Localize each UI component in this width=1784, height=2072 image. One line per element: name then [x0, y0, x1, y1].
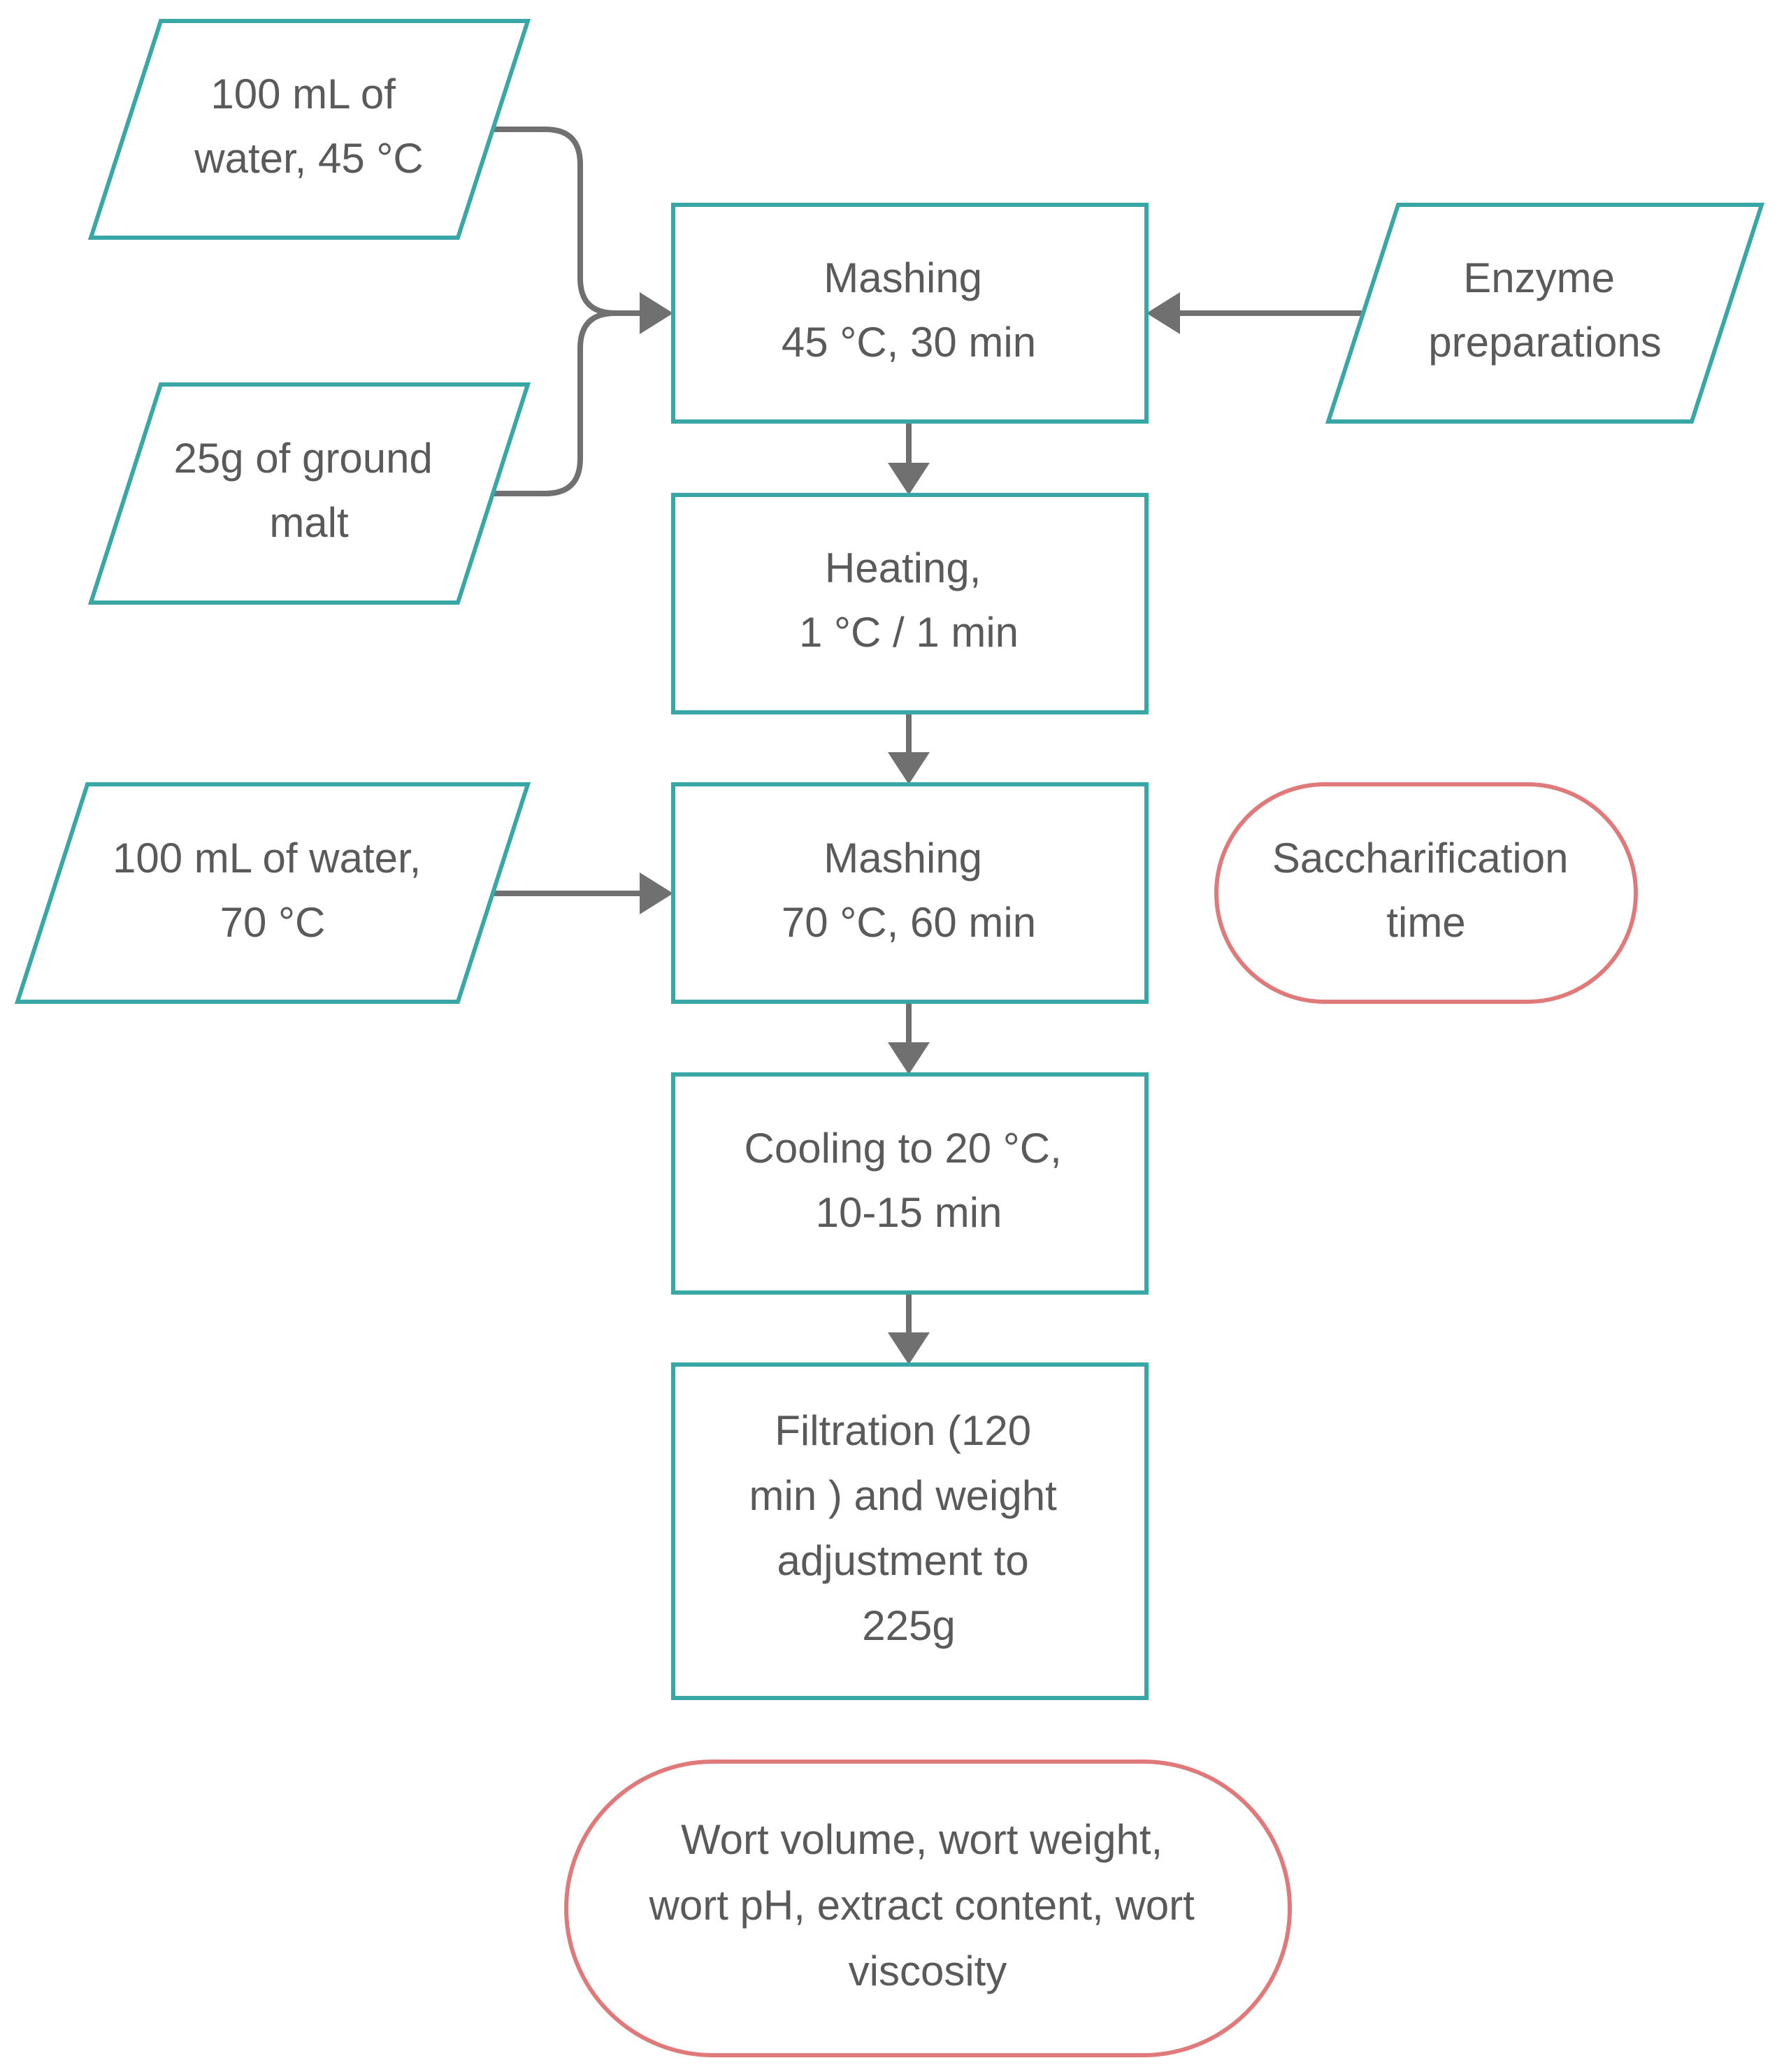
arrowhead-water70-into-mashing70 — [640, 872, 673, 914]
arrowhead-into-cooling — [888, 1042, 930, 1074]
input-enzyme-preparations-line-1: Enzyme — [1463, 254, 1615, 301]
step-filtration: Filtration (120 min ) and weight adjustm… — [671, 1362, 1149, 1700]
input-water-45c: 100 mL of water, 45 °C — [87, 19, 531, 240]
arrowhead-into-filtration — [888, 1332, 930, 1365]
input-enzyme-preparations: Enzyme preparations — [1325, 203, 1765, 424]
step-cooling-box — [671, 1072, 1149, 1295]
outcome-wort-parameters-line-2: wort pH, extract content, wort — [649, 1882, 1195, 1929]
step-cooling-line-1: Cooling to 20 °C, — [744, 1125, 1062, 1172]
step-mashing-70c: Mashing 70 °C, 60 min — [671, 782, 1149, 1004]
step-mashing-45c: Mashing 45 °C, 30 min — [671, 203, 1149, 424]
input-water-70c-shape — [14, 782, 531, 1004]
step-heating: Heating, 1 °C / 1 min — [671, 493, 1149, 714]
step-filtration-line-3: adjustment to — [777, 1537, 1029, 1584]
step-mashing-45c-text: Mashing 45 °C, 30 min — [782, 254, 1036, 366]
arrowhead-enzyme-into-mashing45 — [1146, 292, 1180, 334]
input-enzyme-preparations-line-2: preparations — [1428, 319, 1662, 366]
input-water-45c-shape — [87, 19, 531, 240]
input-water-45c-text: 100 mL of water, 45 °C — [194, 71, 423, 182]
input-enzyme-preparations-shape — [1325, 203, 1765, 424]
arrowhead-into-mashing70 — [888, 752, 930, 784]
step-filtration-line-2: min ) and weight — [749, 1472, 1058, 1519]
step-filtration-line-1: Filtration (120 — [775, 1407, 1031, 1454]
step-mashing-45c-box — [671, 203, 1149, 424]
input-water-70c: 100 mL of water, 70 °C — [14, 782, 531, 1004]
input-ground-malt-text: 25g of ground malt — [174, 435, 445, 546]
connectors — [487, 127, 1365, 1365]
step-filtration-line-4: 225g — [862, 1602, 955, 1649]
input-enzyme-preparations-text: Enzyme preparations — [1428, 254, 1662, 366]
outcome-saccharification-time: Saccharification time — [1214, 782, 1638, 1004]
outcome-saccharification-time-text: Saccharification time — [1272, 835, 1580, 946]
input-ground-malt: 25g of ground malt — [87, 382, 531, 605]
arrowhead-into-mashing45 — [640, 292, 673, 334]
step-cooling: Cooling to 20 °C, 10-15 min — [671, 1072, 1149, 1295]
input-ground-malt-shape — [87, 382, 531, 605]
outcome-saccharification-time-shape — [1214, 782, 1638, 1004]
outcome-wort-parameters-text: Wort volume, wort weight, wort pH, extra… — [649, 1816, 1207, 1994]
step-mashing-45c-line-2: 45 °C, 30 min — [782, 319, 1036, 366]
step-heating-text: Heating, 1 °C / 1 min — [799, 545, 1019, 656]
input-water-45c-line-1: 100 mL of — [210, 71, 396, 117]
step-mashing-70c-line-2: 70 °C, 60 min — [782, 899, 1036, 946]
arrowhead-into-heating — [888, 463, 930, 495]
outcome-saccharification-time-line-1: Saccharification — [1272, 835, 1569, 882]
input-water-70c-line-2: 70 °C — [220, 899, 326, 946]
step-cooling-line-2: 10-15 min — [816, 1189, 1002, 1236]
step-mashing-70c-box — [671, 782, 1149, 1004]
step-filtration-box — [671, 1362, 1149, 1700]
outcome-wort-parameters-line-3: viscosity — [849, 1948, 1007, 1994]
step-mashing-70c-line-1: Mashing — [823, 835, 982, 882]
input-ground-malt-line-2: malt — [269, 499, 349, 546]
step-heating-line-2: 1 °C / 1 min — [799, 609, 1019, 656]
outcome-saccharification-time-line-2: time — [1386, 899, 1465, 946]
input-water-45c-line-2: water, 45 °C — [194, 135, 423, 182]
step-heating-line-1: Heating, — [825, 545, 981, 591]
input-ground-malt-line-1: 25g of ground — [174, 435, 433, 482]
step-mashing-45c-line-1: Mashing — [823, 254, 982, 301]
outcome-wort-parameters: Wort volume, wort weight, wort pH, extra… — [564, 1760, 1292, 2057]
step-cooling-text: Cooling to 20 °C, 10-15 min — [744, 1125, 1074, 1236]
connector-malt-to-mashing45 — [487, 310, 646, 496]
outcome-wort-parameters-line-1: Wort volume, wort weight, — [681, 1816, 1163, 1863]
outcome-wort-parameters-shape — [564, 1760, 1292, 2057]
step-mashing-70c-text: Mashing 70 °C, 60 min — [782, 835, 1036, 946]
step-filtration-text: Filtration (120 min ) and weight adjustm… — [749, 1407, 1069, 1649]
step-heating-box — [671, 493, 1149, 714]
input-water-70c-line-1: 100 mL of water, — [113, 835, 421, 882]
input-water-70c-text: 100 mL of water, 70 °C — [113, 835, 433, 946]
connector-water45-to-mashing45 — [487, 127, 646, 316]
